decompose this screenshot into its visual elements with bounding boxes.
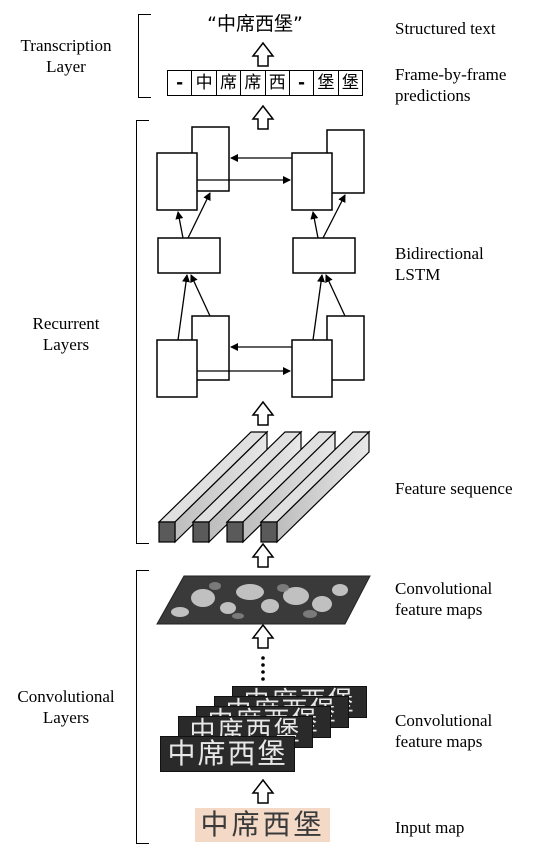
frame-cell: 席 (217, 71, 242, 95)
up-arrow-output (251, 41, 275, 67)
frame-prediction-row: - 中 席 席 西 - 堡 堡 (167, 70, 363, 96)
frame-predictions-label: Frame-by-frame predictions (395, 65, 507, 105)
transcription-layer-label: Transcription Layer (20, 36, 112, 76)
up-arrow-lstm (251, 104, 275, 130)
input-map-label: Input map (395, 818, 465, 837)
lstm-lower-arrows (177, 274, 346, 375)
frame-cell: 堡 (341, 73, 359, 93)
bidirectional-lstm-label: Bidirectional LSTM (395, 244, 484, 284)
convolutional-layers-label: Convolutional Layers (17, 687, 115, 727)
frame-cell: - (290, 71, 315, 95)
frame-cell: 堡 (314, 71, 339, 95)
frame-cell: 中 (192, 71, 217, 95)
ellipsis-dots (261, 656, 265, 681)
transcription-bracket (138, 14, 151, 98)
feature-sequence-prisms (157, 430, 371, 544)
lstm-upper-arrows (175, 154, 346, 239)
recurrent-layers-label: Recurrent Layers (32, 314, 100, 354)
up-arrow-conv-dots (251, 623, 275, 649)
input-map-image: 中席西堡 (195, 808, 330, 842)
frame-cell: 西 (266, 71, 290, 95)
frame-cell: - (168, 71, 193, 95)
feature-sequence-label: Feature sequence (395, 479, 513, 498)
output-text: “中席西堡” (207, 13, 303, 35)
up-arrow-conv-top (251, 542, 275, 568)
up-arrow-sequence (251, 400, 275, 426)
structured-text-label: Structured text (395, 19, 496, 38)
conv-feature-maps-bottom-label: Convolutional feature maps (395, 711, 493, 751)
convolutional-bracket (136, 570, 149, 844)
conv-feature-map-top (156, 575, 371, 625)
feature-prism-4 (259, 430, 371, 544)
frame-cell: 席 (241, 71, 266, 95)
lstm-upper (156, 126, 365, 274)
conv-feature-maps-top-label: Convolutional feature maps (395, 579, 493, 619)
feature-prism-1 (157, 430, 269, 544)
recurrent-bracket (136, 120, 149, 544)
feature-prism-3 (225, 430, 337, 544)
lstm-lower (156, 315, 365, 398)
up-arrow-input (251, 778, 275, 804)
conv-feature-map-layer: 中席西堡 (160, 736, 295, 772)
